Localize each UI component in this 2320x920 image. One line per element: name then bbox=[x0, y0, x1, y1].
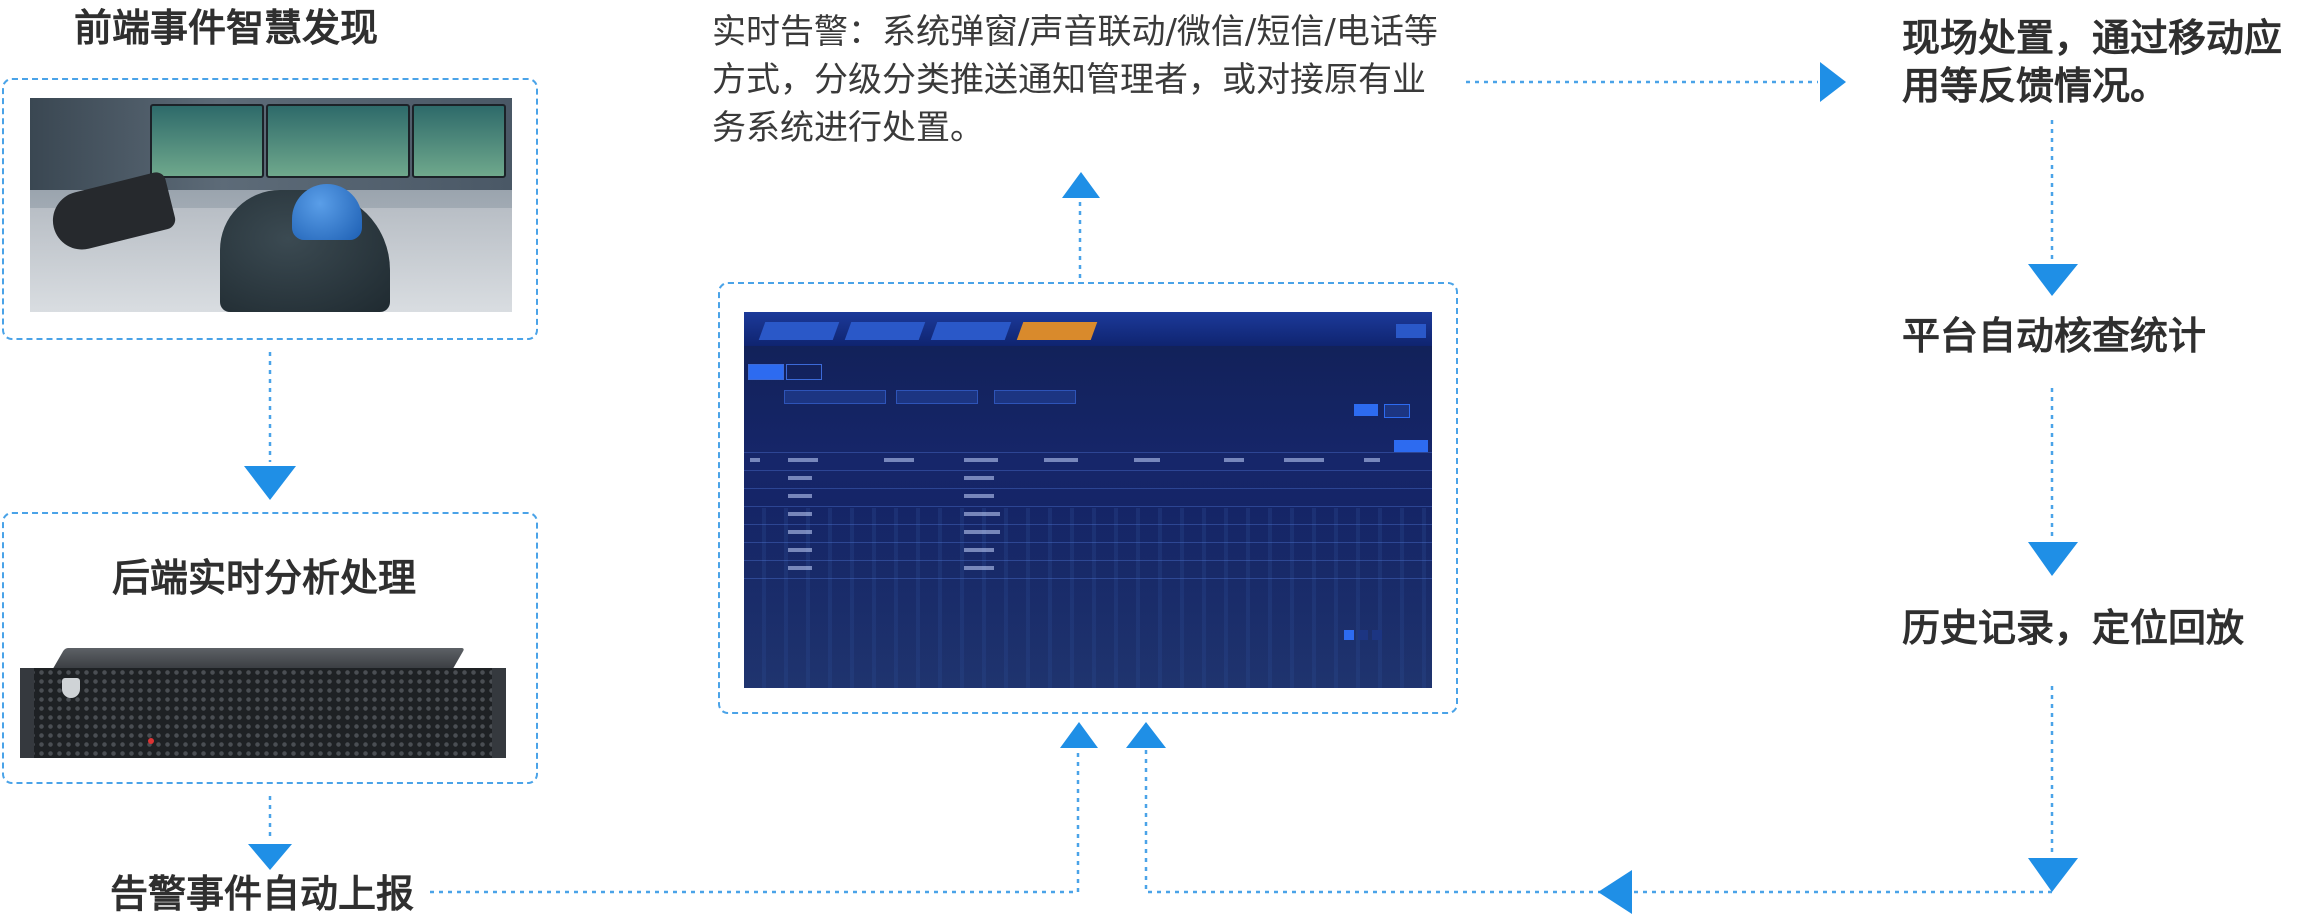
backend-server-panel bbox=[2, 512, 538, 784]
arrow-down-icon bbox=[2028, 858, 2078, 892]
arrow-down-icon bbox=[248, 844, 292, 870]
node-frontend-detect: 前端事件智慧发现 bbox=[74, 6, 379, 50]
connector-history-to-dashboard bbox=[1144, 748, 2052, 894]
node-platform-check: 平台自动核查统计 bbox=[1902, 314, 2207, 358]
node-realtime-alarm-desc: 实时告警：系统弹窗/声音联动/微信/短信/电话等方式，分级分类推送通知管理者，或… bbox=[712, 12, 1438, 148]
arrow-down-icon bbox=[2028, 264, 2078, 296]
surveillance-photo bbox=[30, 98, 512, 312]
arrow-up-icon bbox=[1062, 172, 1100, 198]
arrow-left-icon bbox=[1598, 870, 1632, 914]
arrow-right-icon bbox=[1820, 62, 1846, 102]
node-history-playback: 历史记录，定位回放 bbox=[1902, 606, 2245, 650]
node-backend-analysis: 后端实时分析处理 bbox=[112, 556, 417, 600]
frontend-camera-panel bbox=[2, 78, 538, 340]
arrow-down-icon bbox=[2028, 542, 2078, 576]
arrow-up-icon bbox=[1126, 722, 1166, 748]
node-onsite-handling: 现场处置，通过移动应用等反馈情况。 bbox=[1902, 16, 2283, 108]
node-alarm-report: 告警事件自动上报 bbox=[110, 872, 415, 916]
arrow-up-icon bbox=[1060, 722, 1098, 748]
shield-icon bbox=[62, 678, 80, 698]
platform-dashboard-panel bbox=[718, 282, 1458, 714]
server-device-image bbox=[18, 648, 506, 764]
arrow-down-icon bbox=[244, 466, 296, 500]
connector-report-to-dashboard bbox=[430, 748, 1080, 894]
dashboard-screenshot bbox=[744, 312, 1432, 688]
